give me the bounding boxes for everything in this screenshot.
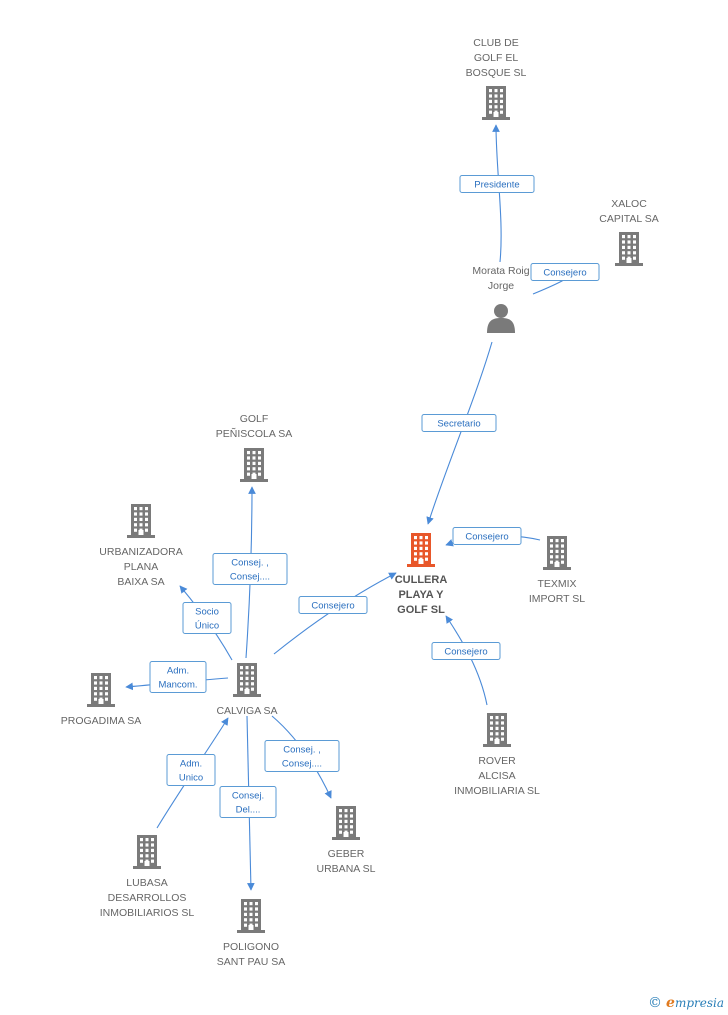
node-label: TEXMIX (537, 578, 576, 590)
edge-label-rover-cullera[interactable]: Consejero (431, 642, 501, 660)
node-label: ROVER (478, 755, 516, 767)
node-geber[interactable]: GEBER URBANA SL (317, 806, 376, 875)
edge-rover-cullera (445, 615, 488, 706)
node-label: XALOC (611, 198, 647, 210)
edge-label-text: Consej.... (282, 759, 322, 770)
edge-label-text: Secretario (437, 419, 480, 430)
node-label: CALVIGA SA (216, 705, 277, 717)
node-label: URBANIZADORA (99, 546, 182, 558)
node-label: URBANA SL (317, 863, 376, 875)
node-label: PLANA (124, 561, 158, 573)
edge-label-text: Consejero (543, 268, 586, 279)
node-label: BAIXA SA (117, 576, 164, 588)
node-golf[interactable]: GOLF PEÑISCOLA SA (216, 413, 292, 482)
copyright-icon: © (648, 995, 663, 1011)
edge-label-calviga-progadima[interactable]: Adm. Mancom. (149, 661, 207, 693)
node-texmix[interactable]: TEXMIX IMPORT SL (529, 536, 585, 605)
edge-label-lubasa-calviga[interactable]: Adm. Unico (166, 754, 216, 786)
node-lubasa[interactable]: LUBASA DESARROLLOS INMOBILIARIOS SL (100, 835, 195, 919)
node-rover[interactable]: ROVER ALCISA INMOBILIARIA SL (454, 713, 540, 797)
node-label: Jorge (488, 280, 514, 292)
edge-label-text: Único (195, 621, 219, 632)
edge-label-text: Consejero (465, 532, 508, 543)
edge-label-morata-club[interactable]: Presidente (459, 175, 535, 193)
brand-initial: e (666, 995, 675, 1011)
building-icon (237, 899, 265, 933)
edge-label-text: Adm. (167, 666, 189, 677)
edge-label-text: Unico (179, 773, 203, 784)
building-icon (615, 232, 643, 266)
building-icon (543, 536, 571, 570)
edge-label-text: Del.... (236, 805, 261, 816)
edge-label-calviga-poligono[interactable]: Consej. Del.... (219, 786, 277, 818)
node-club[interactable]: CLUB DE GOLF EL BOSQUE SL (466, 37, 527, 120)
edge-morata-cullera (426, 341, 493, 525)
building-icon (332, 806, 360, 840)
building-icon (127, 504, 155, 538)
edge-label-text: Consej. , (283, 745, 321, 756)
node-label: GOLF SL (397, 604, 445, 616)
edge-morata-club (492, 124, 502, 263)
node-cullera[interactable]: CULLERA PLAYA Y GOLF SL (395, 533, 448, 616)
edge-label-text: Adm. (180, 759, 202, 770)
edge-label-text: Socio (195, 607, 219, 618)
node-label: Morata Roig (472, 265, 529, 277)
edge-label-calviga-cullera[interactable]: Consejero (298, 596, 368, 614)
node-label: PROGADIMA SA (61, 715, 142, 727)
edge-label-morata-cullera[interactable]: Secretario (421, 414, 497, 432)
node-label: CAPITAL SA (599, 213, 659, 225)
node-label: SANT PAU SA (217, 956, 285, 968)
edge-label-calviga-golf[interactable]: Consej. , Consej.... (212, 553, 288, 585)
building-icon (482, 86, 510, 120)
edge-label-text: Mancom. (158, 680, 197, 691)
node-label: GOLF (240, 413, 269, 425)
node-label: GOLF EL (474, 52, 519, 64)
node-label: PLAYA Y (398, 589, 444, 601)
building-icon (133, 835, 161, 869)
node-label: CULLERA (395, 574, 448, 586)
edge-label-text: Consej.... (230, 572, 270, 583)
node-label: CLUB DE (473, 37, 519, 49)
person-icon (487, 304, 515, 333)
edge-label-morata-xaloc[interactable]: Consejero (530, 263, 600, 281)
building-icon (407, 533, 435, 567)
node-progadima[interactable]: PROGADIMA SA (61, 673, 142, 727)
node-label: POLIGONO (223, 941, 279, 953)
edge-label-texmix-cullera[interactable]: Consejero (452, 527, 522, 545)
node-label: LUBASA (126, 877, 167, 889)
building-icon (87, 673, 115, 707)
node-label: DESARROLLOS (108, 892, 187, 904)
node-label: INMOBILIARIA SL (454, 785, 540, 797)
building-icon (233, 663, 261, 697)
node-xaloc[interactable]: XALOC CAPITAL SA (599, 198, 659, 266)
node-label: INMOBILIARIOS SL (100, 907, 195, 919)
brand-name: mpresia (674, 996, 724, 1010)
edge-label-text: Consej. , (231, 558, 269, 569)
node-label: IMPORT SL (529, 593, 585, 605)
edge-label-calviga-geber[interactable]: Consej. , Consej.... (264, 740, 340, 772)
node-urban[interactable]: URBANIZADORA PLANA BAIXA SA (99, 504, 183, 588)
edge-labels-layer: PresidenteConsejeroSecretarioConsejeroCo… (149, 175, 600, 818)
edge-label-text: Consej. (232, 791, 264, 802)
node-poligono[interactable]: POLIGONO SANT PAU SA (217, 899, 285, 968)
nodes-layer: CLUB DE GOLF EL BOSQUE SL XALOC CAPITAL SA Mo… (61, 37, 659, 968)
node-label: GEBER (328, 848, 365, 860)
node-label: BOSQUE SL (466, 67, 527, 79)
edge-label-text: Consejero (311, 601, 354, 612)
node-label: PEÑISCOLA SA (216, 427, 292, 440)
footer-brand: © e mpresia (648, 995, 724, 1011)
building-icon (483, 713, 511, 747)
node-label: ALCISA (478, 770, 515, 782)
edge-label-text: Consejero (444, 647, 487, 658)
edge-label-text: Presidente (474, 180, 519, 191)
node-calviga[interactable]: CALVIGA SA (216, 663, 278, 717)
building-icon (240, 448, 268, 482)
